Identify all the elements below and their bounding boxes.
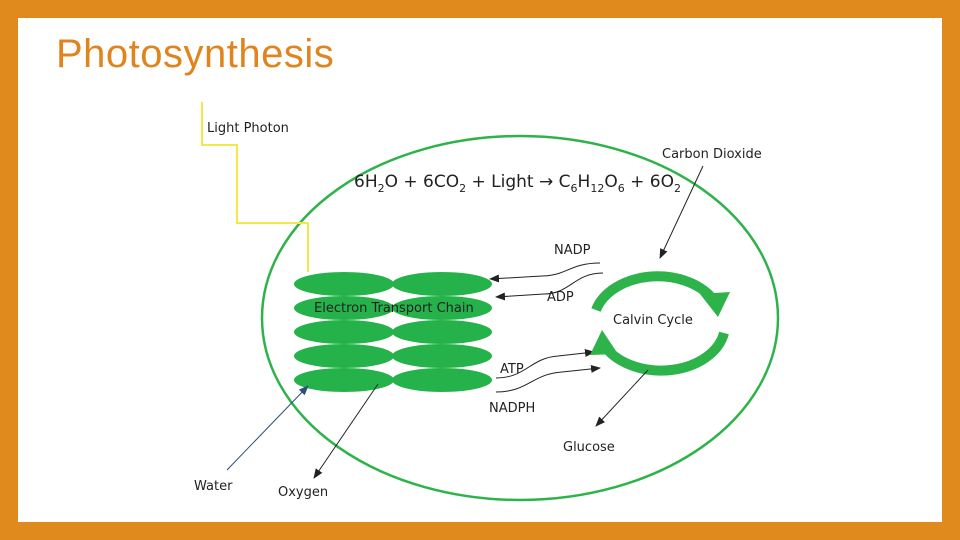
calvin-cycle-label: Calvin Cycle — [613, 313, 693, 328]
oxygen-label: Oxygen — [278, 485, 328, 500]
glucose-label: Glucose — [563, 440, 615, 455]
photosynthesis-diagram: Light Photon Carbon Dioxide 6H2O + 6CO2 … — [18, 18, 942, 522]
slide-canvas: Photosynthesis Light Photon Carbon Dioxi… — [18, 18, 942, 522]
atp-label: ATP — [500, 362, 524, 377]
electron-transport-chain-label: Electron Transport Chain — [314, 301, 474, 316]
thylakoid-disc — [392, 320, 492, 344]
water-arrow — [227, 386, 308, 470]
calvin-lower-arrowhead — [590, 330, 618, 355]
thylakoid-disc — [294, 320, 394, 344]
carbon-dioxide-label: Carbon Dioxide — [662, 147, 762, 162]
adp-label: ADP — [547, 290, 574, 305]
water-label: Water — [194, 479, 233, 494]
thylakoid-disc — [392, 272, 492, 296]
glucose-arrow — [596, 370, 648, 426]
thylakoid-disc — [294, 272, 394, 296]
thylakoid-disc — [294, 344, 394, 368]
nadp-label: NADP — [554, 243, 591, 258]
calvin-lower-arc — [606, 333, 724, 371]
calvin-upper-arc — [596, 276, 712, 310]
oxygen-arrow — [314, 384, 378, 478]
nadph-label: NADPH — [489, 401, 535, 416]
thylakoid-disc — [392, 344, 492, 368]
thylakoid-disc — [294, 368, 394, 392]
thylakoid-stacks — [294, 272, 492, 392]
light-photon-label: Light Photon — [207, 121, 289, 136]
calvin-upper-arrowhead — [700, 292, 730, 317]
photosynthesis-equation: 6H2O + 6CO2 + Light → C6H12O6 + 6O2 — [354, 172, 681, 195]
thylakoid-disc — [392, 368, 492, 392]
